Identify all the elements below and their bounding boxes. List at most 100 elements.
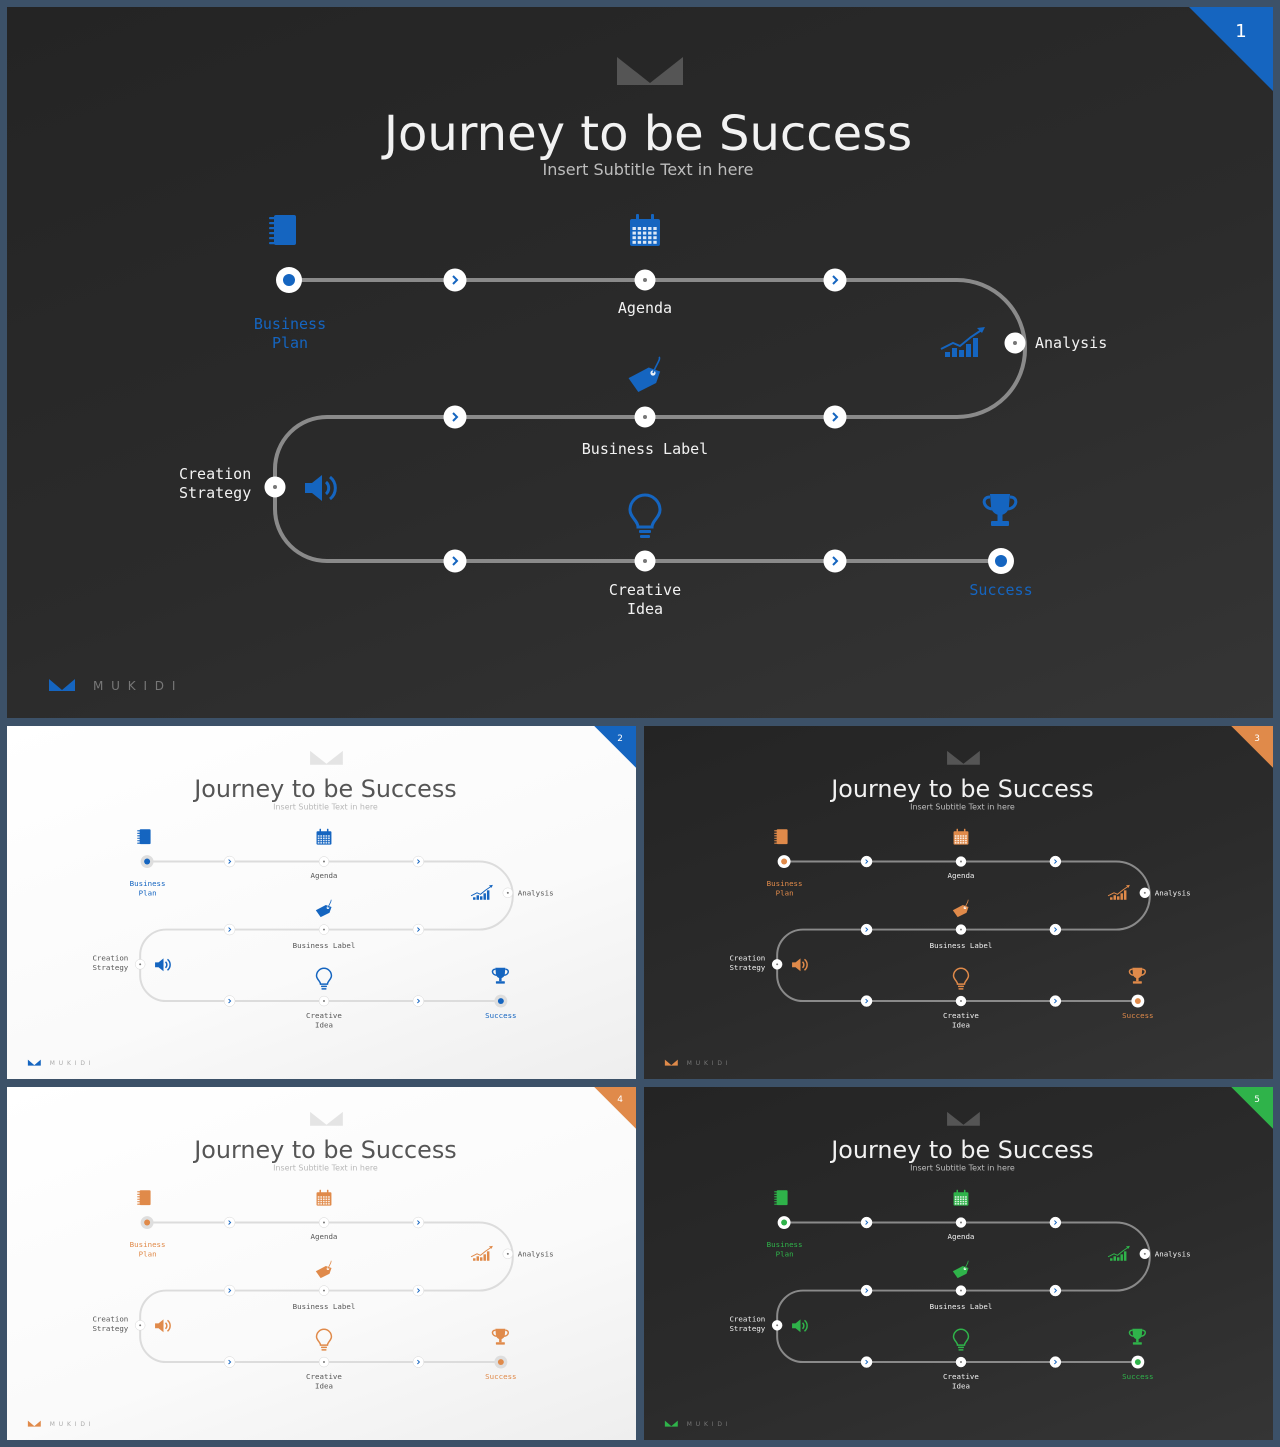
label-business-label: Business Label: [293, 1302, 356, 1311]
arrow-node: [860, 995, 873, 1007]
trophy-icon: [1128, 967, 1146, 984]
arrow-node: [412, 1284, 425, 1297]
brand-logo: [49, 679, 75, 691]
label-business-label: Business Label: [582, 440, 708, 458]
lightbulb-icon: [952, 1328, 970, 1351]
brand-logo: [27, 1059, 41, 1066]
trophy-icon: [491, 1328, 509, 1345]
chevron-right-icon: [417, 1288, 421, 1293]
chevron-right-icon: [452, 412, 459, 422]
arrow-node: [223, 855, 236, 868]
chevron-right-icon: [228, 1288, 232, 1293]
label-business-label: Business Label: [293, 941, 356, 950]
notebook-icon: [137, 829, 151, 845]
calendar-icon: [953, 1189, 969, 1206]
logo-mark: [617, 57, 683, 85]
arrow-node: [412, 1216, 425, 1229]
slide-title: Journey to be Success: [192, 1136, 456, 1164]
chevron-right-icon: [865, 927, 869, 932]
label-analysis: Analysis: [1155, 888, 1191, 897]
chevron-right-icon: [1054, 1359, 1058, 1365]
chevron-right-icon: [417, 1220, 421, 1225]
chevron-right-icon: [228, 859, 232, 864]
lightbulb-icon: [315, 967, 333, 990]
lightbulb-icon: [628, 493, 662, 538]
notebook-icon: [774, 1190, 788, 1206]
label-success: Success: [969, 581, 1032, 599]
arrow-node: [223, 995, 236, 1007]
corner-ribbon: [594, 1087, 636, 1129]
arrow-node: [412, 923, 425, 936]
chevron-right-icon: [417, 927, 421, 932]
chevron-right-icon: [832, 275, 839, 285]
logo-mark: [310, 1111, 343, 1126]
slide-title: Journey to be Success: [829, 775, 1093, 803]
journey-path: [776, 860, 1151, 1003]
logo-mark: [947, 1111, 980, 1126]
chevron-right-icon: [228, 927, 232, 932]
arrow-node: [443, 405, 467, 429]
arrow-node: [1049, 1216, 1062, 1229]
label-success: Success: [485, 1011, 516, 1020]
chevron-right-icon: [865, 859, 869, 864]
journey-path: [273, 278, 1028, 563]
arrow-node: [443, 549, 467, 573]
journey-path: [139, 1221, 514, 1364]
arrow-node: [823, 549, 847, 573]
slide-title: Journey to be Success: [381, 106, 912, 162]
brand-logo: [664, 1420, 678, 1427]
arrow-node: [1049, 995, 1062, 1007]
chevron-right-icon: [832, 412, 839, 422]
label-agenda: Agenda: [311, 871, 338, 880]
corner-ribbon: [1231, 1087, 1273, 1129]
arrow-node: [412, 1356, 425, 1368]
speaker-icon: [792, 958, 808, 972]
calendar-icon: [953, 828, 969, 845]
chevron-right-icon: [1054, 1288, 1058, 1293]
arrow-node: [412, 855, 425, 868]
chevron-right-icon: [417, 859, 421, 864]
slide-number: 3: [1254, 734, 1260, 744]
label-analysis: Analysis: [1035, 334, 1107, 352]
label-agenda: Agenda: [311, 1232, 338, 1241]
chevron-right-icon: [865, 1359, 869, 1365]
arrow-node: [223, 923, 236, 936]
journey-path: [139, 860, 514, 1003]
slide-title: Journey to be Success: [829, 1136, 1093, 1164]
lightbulb-icon: [315, 1328, 333, 1351]
brand-name: M U K I D I: [687, 1060, 729, 1067]
brand-logo: [664, 1059, 678, 1066]
chevron-right-icon: [417, 998, 421, 1004]
arrow-node: [860, 855, 873, 868]
chevron-right-icon: [1054, 927, 1058, 932]
arrow-node: [860, 1216, 873, 1229]
brand-logo: [27, 1420, 41, 1427]
logo-mark: [947, 750, 980, 765]
chevron-right-icon: [452, 556, 459, 566]
logo-mark: [310, 750, 343, 765]
label-success: Success: [1122, 1372, 1153, 1381]
chevron-right-icon: [832, 556, 839, 566]
chart-growth-icon: [940, 327, 985, 357]
arrow-node: [223, 1356, 236, 1368]
slide-title: Journey to be Success: [192, 775, 456, 803]
speaker-icon: [155, 958, 171, 972]
slide-subtitle: Insert Subtitle Text in here: [273, 802, 378, 811]
lightbulb-icon: [952, 967, 970, 990]
arrow-node: [223, 1216, 236, 1229]
chevron-right-icon: [865, 1220, 869, 1225]
chevron-right-icon: [228, 1359, 232, 1365]
